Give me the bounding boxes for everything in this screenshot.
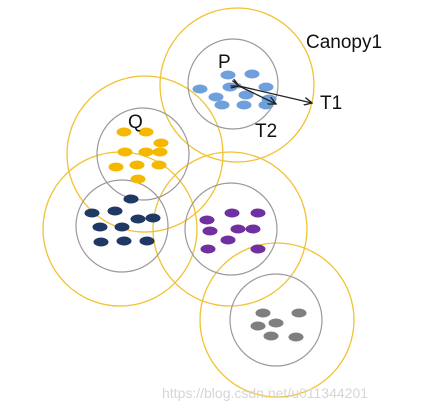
data-point [130,214,146,224]
data-point [192,84,208,94]
canopy-navy-inner-circle [75,179,169,273]
data-point [230,224,246,234]
canopy-q-outer-circle [66,75,224,233]
point-p-label: P [218,52,231,73]
data-point [153,138,169,148]
data-point [208,92,224,102]
canopy-label: Canopy1 [306,32,382,53]
canopy-purple-inner-circle [184,182,278,276]
data-point [117,147,133,157]
data-point [107,206,123,216]
data-point [152,147,168,157]
data-point [139,236,155,246]
data-point [220,70,236,80]
data-point [245,224,261,234]
data-point [199,215,215,225]
data-point [200,244,216,254]
radius-arrows [239,86,312,104]
data-point [129,160,145,170]
cluster-q-points [108,127,169,184]
t2-arrow [239,86,276,104]
data-point [116,236,132,246]
data-point [151,160,167,170]
t1-label: T1 [320,93,342,114]
data-point [250,208,266,218]
point-q-label: Q [128,112,143,133]
data-point [291,308,307,318]
data-point [92,222,108,232]
cluster-gray-points [250,308,307,342]
data-point [258,82,274,92]
data-point [138,127,154,137]
data-point [130,174,146,184]
canopy-purple-outer-circle [152,151,308,307]
data-point [108,162,124,172]
data-point [202,226,218,236]
data-point [250,321,266,331]
data-point [214,100,230,110]
data-point [145,213,161,223]
data-point [138,147,154,157]
data-point [222,82,238,92]
canopy-q-inner-circle [96,107,190,201]
data-point [116,127,132,137]
data-point [84,208,100,218]
cluster-purple-points [199,208,266,254]
data-point [263,331,279,341]
t2-label: T2 [255,121,277,142]
canopy-gray-outer-circle [199,242,355,398]
data-point [123,194,139,204]
data-point [268,318,284,328]
data-point [244,69,260,79]
data-point [224,208,240,218]
data-point [250,244,266,254]
data-point [255,308,271,318]
canopy-gray-inner-circle [229,273,323,367]
inner-circles [75,38,323,367]
cluster-navy-points [84,194,161,247]
watermark: https://blog.csdn.net/u011344201 [162,385,368,401]
data-point [236,100,252,110]
outer-circles [42,7,355,398]
data-point [93,237,109,247]
canopy-1-outer-circle [159,7,315,163]
data-point [288,332,304,342]
data-point [114,222,130,232]
data-point [220,235,236,245]
